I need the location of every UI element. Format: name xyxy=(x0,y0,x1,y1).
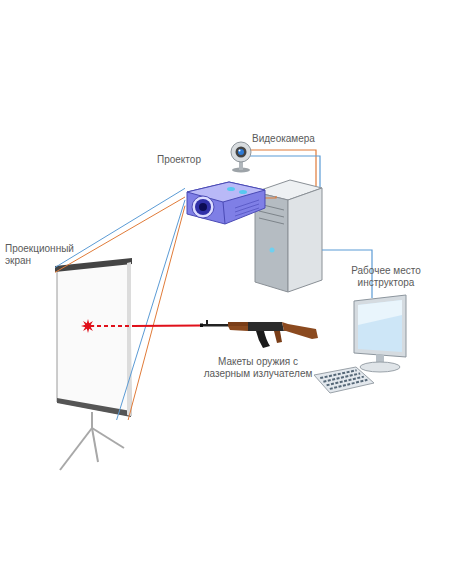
device-label: Проектор xyxy=(157,154,217,166)
screen-node: Проекционный экран xyxy=(55,256,132,420)
screen-node-shape xyxy=(55,256,132,420)
monitor-glare xyxy=(358,300,402,325)
weapon-node-shape xyxy=(200,316,318,348)
camera-cable xyxy=(246,150,316,186)
device-label: Рабочее место инструктора xyxy=(340,265,432,289)
projector-lens-rim xyxy=(192,196,214,218)
projector-lens xyxy=(195,199,211,215)
gun-grip xyxy=(274,331,282,343)
camera-lens-ring xyxy=(236,147,247,158)
monitor-screen xyxy=(358,300,402,352)
gun-handguard xyxy=(228,322,248,326)
laser-hit-star xyxy=(81,319,95,333)
gun-receiver xyxy=(248,322,284,331)
tower-side xyxy=(288,188,322,292)
gun-handguard xyxy=(228,326,248,331)
tripod-leg xyxy=(92,428,124,448)
tripod-leg xyxy=(60,428,92,470)
projection-ray xyxy=(55,188,185,267)
camera-head xyxy=(231,142,251,162)
projector-body xyxy=(187,182,265,224)
projection-ray xyxy=(117,200,185,420)
screen-top-bar xyxy=(55,258,132,272)
camera-cable xyxy=(250,156,320,187)
tripod-leg xyxy=(92,428,98,462)
screen-edge xyxy=(127,262,131,416)
workstation-node: Рабочее место инструктора xyxy=(312,295,412,395)
laser-beam xyxy=(132,325,200,327)
projector-vents xyxy=(235,200,259,216)
workstation-node-shape xyxy=(312,295,412,395)
monitor-base xyxy=(360,362,400,372)
projector-lens-core xyxy=(199,203,207,211)
screen-surface xyxy=(57,262,131,416)
projector-node-shape xyxy=(185,168,267,226)
projector-button xyxy=(227,187,235,191)
camera-node-shape xyxy=(228,141,254,173)
gun-magazine xyxy=(256,331,270,348)
screen-bottom-bar xyxy=(57,398,131,417)
keyboard-keys xyxy=(320,370,367,389)
projection-ray xyxy=(55,197,185,272)
keyboard xyxy=(314,367,374,393)
power-led xyxy=(270,248,275,253)
projector-node: Проектор xyxy=(185,168,267,226)
monitor-frame xyxy=(354,295,406,357)
device-label: Макеты оружия с лазерным излучателем xyxy=(198,356,318,380)
camera-lens xyxy=(238,149,244,155)
device-label: Проекционный экран xyxy=(5,243,75,267)
gun-muzzle xyxy=(200,324,203,328)
projector-edge xyxy=(223,202,225,224)
device-label: Видеокамера xyxy=(252,133,332,145)
tripod-pole xyxy=(91,412,93,428)
gun-sight xyxy=(206,320,208,325)
lens-highlight xyxy=(239,150,241,152)
laser-beam-on-screen xyxy=(90,325,132,327)
weapon-node: Макеты оружия с лазерным излучателем xyxy=(200,316,318,348)
projection-ray xyxy=(128,206,185,420)
tripod-legs xyxy=(60,412,124,470)
projector-button xyxy=(239,190,247,194)
camera-node: Видеокамера xyxy=(228,141,254,173)
gun-stock xyxy=(282,322,318,339)
